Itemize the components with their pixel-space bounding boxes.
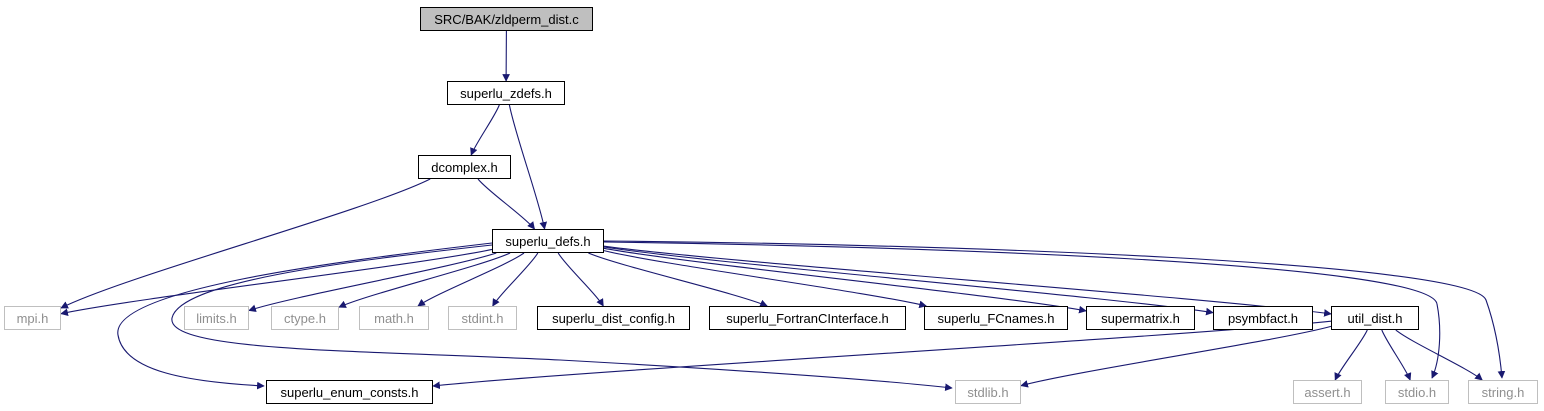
edge-file-superlu-defs-h-to-file-mpi-h bbox=[60, 248, 493, 317]
edge-file-superlu-defs-h-to-file-superlu-fcnames-h bbox=[603, 250, 927, 309]
edge-file-superlu-defs-h-to-file-superlu-fortrancinterface-h bbox=[588, 252, 768, 307]
edge-file-superlu-defs-h-to-file-limits-h bbox=[248, 252, 497, 312]
graph-node-file-assert-h: assert.h bbox=[1293, 380, 1362, 404]
node-label: psymbfact.h bbox=[1227, 310, 1299, 326]
graph-node-file-ctype-h: ctype.h bbox=[271, 306, 339, 330]
edge-file-superlu-defs-h-to-file-superlu-dist-config-h bbox=[557, 252, 604, 307]
node-label: superlu_zdefs.h bbox=[460, 85, 552, 101]
edge-file-superlu-defs-h-to-file-stdlib-h bbox=[171, 244, 953, 392]
graph-node-file-superlu-zdefs-h[interactable]: superlu_zdefs.h bbox=[447, 81, 565, 105]
node-label: superlu_enum_consts.h bbox=[280, 384, 419, 400]
node-label: dcomplex.h bbox=[431, 159, 498, 175]
node-label: math.h bbox=[374, 310, 414, 326]
node-label: SRC/BAK/zldperm_dist.c bbox=[434, 11, 579, 27]
edge-file-superlu-zdefs-h-to-file-superlu-defs-h bbox=[508, 104, 548, 230]
edge-file-util-dist-h-to-file-stdio-h bbox=[1381, 329, 1412, 381]
node-label: superlu_dist_config.h bbox=[552, 310, 675, 326]
node-label: string.h bbox=[1481, 384, 1525, 400]
node-label: limits.h bbox=[196, 310, 237, 326]
graph-node-file-superlu-dist-config-h[interactable]: superlu_dist_config.h bbox=[537, 306, 690, 330]
edge-file-superlu-defs-h-to-file-psymbfact-h bbox=[603, 246, 1214, 316]
edge-file-superlu-zdefs-h-to-file-dcomplex-h bbox=[470, 104, 500, 156]
graph-node-file-psymbfact-h[interactable]: psymbfact.h bbox=[1213, 306, 1313, 330]
edge-file-superlu-defs-h-to-file-string-h bbox=[603, 240, 1506, 379]
graph-node-file-math-h: math.h bbox=[359, 306, 429, 330]
edge-file-superlu-defs-h-to-file-superlu-enum-consts-h bbox=[117, 242, 493, 390]
node-label: stdlib.h bbox=[967, 384, 1009, 400]
node-label: stdint.h bbox=[461, 310, 504, 326]
edge-file-superlu-defs-h-to-file-math-h bbox=[417, 252, 525, 307]
edge-file-util-dist-h-to-file-assert-h bbox=[1334, 329, 1368, 381]
edge-file-superlu-defs-h-to-file-supermatrix-h bbox=[603, 247, 1087, 314]
graph-node-file-stdint-h: stdint.h bbox=[448, 306, 517, 330]
edge-file-util-dist-h-to-file-string-h bbox=[1395, 329, 1483, 381]
edge-file-superlu-defs-h-to-file-stdio-h bbox=[603, 241, 1441, 379]
edge-file-superlu-defs-h-to-file-ctype-h bbox=[338, 252, 511, 308]
node-label: superlu_FortranCInterface.h bbox=[726, 310, 889, 326]
graph-node-file-superlu-fortrancinterface-h[interactable]: superlu_FortranCInterface.h bbox=[709, 306, 906, 330]
edge-file-superlu-defs-h-to-file-stdint-h bbox=[492, 252, 539, 307]
graph-node-file-util-dist-h[interactable]: util_dist.h bbox=[1331, 306, 1419, 330]
graph-node-file-stdlib-h: stdlib.h bbox=[955, 380, 1021, 404]
node-label: stdio.h bbox=[1397, 384, 1437, 400]
node-label: superlu_FCnames.h bbox=[937, 310, 1055, 326]
graph-node-file-supermatrix-h[interactable]: supermatrix.h bbox=[1086, 306, 1195, 330]
node-label: superlu_defs.h bbox=[505, 233, 591, 249]
graph-node-file-superlu-enum-consts-h[interactable]: superlu_enum_consts.h bbox=[266, 380, 433, 404]
edge-file-dcomplex-h-to-file-mpi-h bbox=[60, 178, 431, 309]
graph-node-file-zldperm-dist-c[interactable]: SRC/BAK/zldperm_dist.c bbox=[420, 7, 593, 31]
node-label: mpi.h bbox=[16, 310, 49, 326]
graph-node-file-superlu-defs-h[interactable]: superlu_defs.h bbox=[492, 229, 604, 253]
edge-file-util-dist-h-to-file-stdlib-h bbox=[1020, 325, 1332, 388]
node-label: supermatrix.h bbox=[1101, 310, 1180, 326]
node-label: ctype.h bbox=[284, 310, 326, 326]
graph-node-file-string-h: string.h bbox=[1468, 380, 1538, 404]
graph-node-file-mpi-h: mpi.h bbox=[4, 306, 61, 330]
graph-node-file-stdio-h: stdio.h bbox=[1385, 380, 1449, 404]
graph-node-file-limits-h: limits.h bbox=[184, 306, 249, 330]
graph-node-file-superlu-fcnames-h[interactable]: superlu_FCnames.h bbox=[924, 306, 1068, 330]
edge-file-superlu-defs-h-to-file-util-dist-h bbox=[603, 245, 1332, 317]
graph-node-file-dcomplex-h[interactable]: dcomplex.h bbox=[418, 155, 511, 179]
edge-file-dcomplex-h-to-file-superlu-defs-h bbox=[477, 178, 535, 230]
node-label: util_dist.h bbox=[1347, 310, 1403, 326]
node-label: assert.h bbox=[1304, 384, 1351, 400]
